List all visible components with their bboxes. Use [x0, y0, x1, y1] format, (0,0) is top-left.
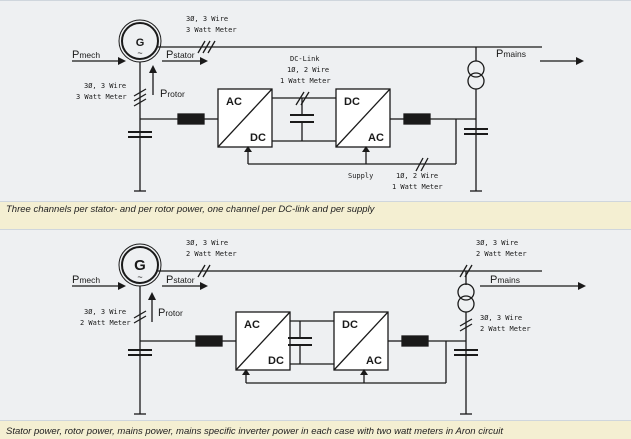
supply-label: Supply [348, 172, 373, 180]
conv2-bottom-label-2: AC [366, 355, 382, 367]
stator-meter-2-line2: 2 Watt Meter [186, 250, 237, 258]
supply-meter-line2: 1 Watt Meter [392, 183, 443, 191]
p-mech-label-2: Pmech [72, 274, 100, 286]
stator-meter-line2: 3 Watt Meter [186, 26, 237, 34]
p-rotor-label-2: Protor [158, 307, 183, 319]
rotor-meter-2-line1: 3Ø, 3 Wire [84, 308, 126, 316]
stator-meter-2-line1: 3Ø, 3 Wire [186, 239, 228, 247]
p-stator-label: Pstator [166, 49, 195, 61]
conv2-top-label: DC [344, 96, 360, 108]
conv2-bottom-label: AC [368, 132, 384, 144]
dclink-meter-line1: DC-Link [290, 55, 320, 63]
conv1-top-label: AC [226, 96, 242, 108]
stator-meter-line1: 3Ø, 3 Wire [186, 15, 228, 23]
caption-2: Stator power, rotor power, mains power, … [6, 426, 504, 437]
mains-meter-bottom-line2: 2 Watt Meter [480, 325, 531, 333]
mains-meter-top-line1: 3Ø, 3 Wire [476, 239, 518, 247]
diagram-panel-1: G ~ Pmech Pstator Protor Pmains 3Ø, 3 Wi… [0, 0, 631, 202]
conv1-bottom-label-2: DC [268, 355, 284, 367]
p-rotor-label: Protor [160, 88, 185, 100]
p-stator-label-2: Pstator [166, 274, 195, 286]
caption-1: Three channels per stator- and per rotor… [6, 204, 375, 215]
svg-text:~: ~ [137, 48, 142, 58]
p-mains-label: Pmains [496, 48, 526, 60]
p-mech-label: Pmech [72, 49, 100, 61]
svg-text:~: ~ [137, 272, 142, 282]
conv1-top-label-2: AC [244, 319, 260, 331]
generator-label: G [136, 37, 145, 49]
supply-meter-line1: 1Ø, 2 Wire [396, 172, 438, 180]
circuit-diagram-1: G ~ Pmech Pstator Protor Pmains 3Ø, 3 Wi… [72, 15, 584, 192]
p-mains-label-2: Pmains [490, 274, 520, 286]
rotor-meter-line2: 3 Watt Meter [76, 93, 127, 101]
mains-meter-bottom-line1: 3Ø, 3 Wire [480, 314, 522, 322]
rotor-meter-2-line2: 2 Watt Meter [80, 319, 131, 327]
rotor-meter-line1: 3Ø, 3 Wire [84, 82, 126, 90]
conv1-bottom-label: DC [250, 132, 266, 144]
mains-meter-top-line2: 2 Watt Meter [476, 250, 527, 258]
circuit-diagram-2: G ~ Pmech Pstator Protor Pmains 3Ø, 3 Wi… [72, 239, 586, 415]
dclink-meter-line2: 1Ø, 2 Wire [287, 66, 329, 74]
dclink-meter-line3: 1 Watt Meter [280, 77, 331, 85]
conv2-top-label-2: DC [342, 319, 358, 331]
generator-label-2: G [134, 257, 146, 274]
diagram-panel-2: G ~ Pmech Pstator Protor Pmains 3Ø, 3 Wi… [0, 229, 631, 421]
